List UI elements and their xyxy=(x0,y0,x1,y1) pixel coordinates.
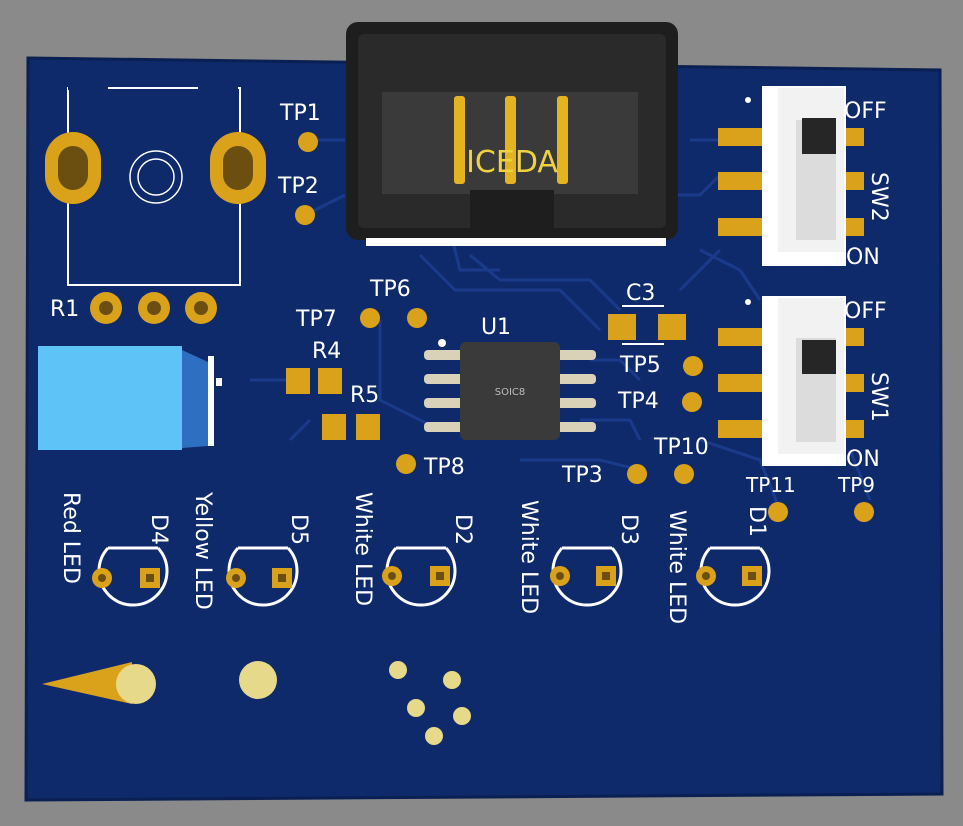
led-d4 xyxy=(92,546,169,607)
tp7-label: TP7 xyxy=(295,307,337,332)
sw1-off-label: OFF xyxy=(844,299,887,324)
tp8-pad xyxy=(396,454,416,474)
sw1-on-label: ON xyxy=(846,447,880,472)
r5-pad-2 xyxy=(356,414,380,440)
d3-label: D3 xyxy=(616,514,641,545)
tp8-label: TP8 xyxy=(423,455,465,480)
sw2-slide-switch xyxy=(718,86,864,266)
connector-label: ICEDA xyxy=(466,145,558,180)
tp5-label: TP5 xyxy=(619,353,661,378)
tp4-pad xyxy=(682,392,702,412)
tp2-label: TP2 xyxy=(277,174,319,199)
d2-description: White LED xyxy=(350,492,375,606)
tp2-pad xyxy=(295,205,315,225)
iceda-connector xyxy=(346,22,678,246)
via-cluster xyxy=(389,661,471,745)
r4-pad-2 xyxy=(318,368,342,394)
connector-pin-3 xyxy=(557,96,568,184)
tp4-label: TP4 xyxy=(617,389,659,414)
r4-label: R4 xyxy=(312,339,341,364)
sw2-slider-knob xyxy=(802,118,836,154)
d5-description: Yellow LED xyxy=(190,491,215,610)
d2-label: D2 xyxy=(450,514,475,545)
triangle-marker xyxy=(42,662,132,704)
fiducial-1 xyxy=(116,664,156,704)
sw1-slide-switch xyxy=(718,296,864,466)
sw2-off-label: OFF xyxy=(844,99,887,124)
tp3-label: TP3 xyxy=(561,463,603,488)
tp5-pad xyxy=(683,356,703,376)
tp9-label: TP9 xyxy=(837,473,875,497)
c3-label: C3 xyxy=(626,281,655,306)
c3-pad-2 xyxy=(658,314,686,340)
tp6-pad xyxy=(407,308,427,328)
connector-pin-1 xyxy=(454,96,465,184)
r1-potentiometer xyxy=(45,86,266,324)
tp1-pad xyxy=(298,132,318,152)
c3-pad-1 xyxy=(608,314,636,340)
fiducial-2 xyxy=(239,661,277,699)
r4-pad-1 xyxy=(286,368,310,394)
tp9-pad xyxy=(854,502,874,522)
u1-label: U1 xyxy=(481,315,511,340)
r5-pad-1 xyxy=(322,414,346,440)
r1-label: R1 xyxy=(50,297,79,322)
d4-description: Red LED xyxy=(58,492,83,584)
tp7-pad xyxy=(360,308,380,328)
sw2-label: SW2 xyxy=(866,172,891,222)
connector-pin-2 xyxy=(505,96,516,184)
u1-package-label: SOIC8 xyxy=(495,387,526,398)
sw2-on-label: ON xyxy=(846,245,880,270)
led-d3 xyxy=(550,546,623,607)
d3-description: White LED xyxy=(516,500,541,614)
tp1-label: TP1 xyxy=(279,101,321,126)
u1-ic xyxy=(424,339,596,440)
led-d2 xyxy=(382,546,457,607)
r5-label: R5 xyxy=(350,383,379,408)
tp10-pad xyxy=(674,464,694,484)
tp11-label: TP11 xyxy=(745,473,796,497)
sw1-slider-knob xyxy=(802,340,836,374)
tp11-pad xyxy=(768,502,788,522)
sw1-label: SW1 xyxy=(866,372,891,422)
d5-label: D5 xyxy=(286,514,311,545)
copper-traces xyxy=(250,138,872,511)
d4-label: D4 xyxy=(146,514,171,545)
tp10-label: TP10 xyxy=(653,435,709,460)
d1-description: White LED xyxy=(664,510,689,624)
tp3-pad xyxy=(627,464,647,484)
d1-label: D1 xyxy=(744,506,769,537)
led-d5 xyxy=(226,546,299,607)
tactile-button xyxy=(38,346,222,450)
tp6-label: TP6 xyxy=(369,277,411,302)
led-d1 xyxy=(696,546,771,607)
